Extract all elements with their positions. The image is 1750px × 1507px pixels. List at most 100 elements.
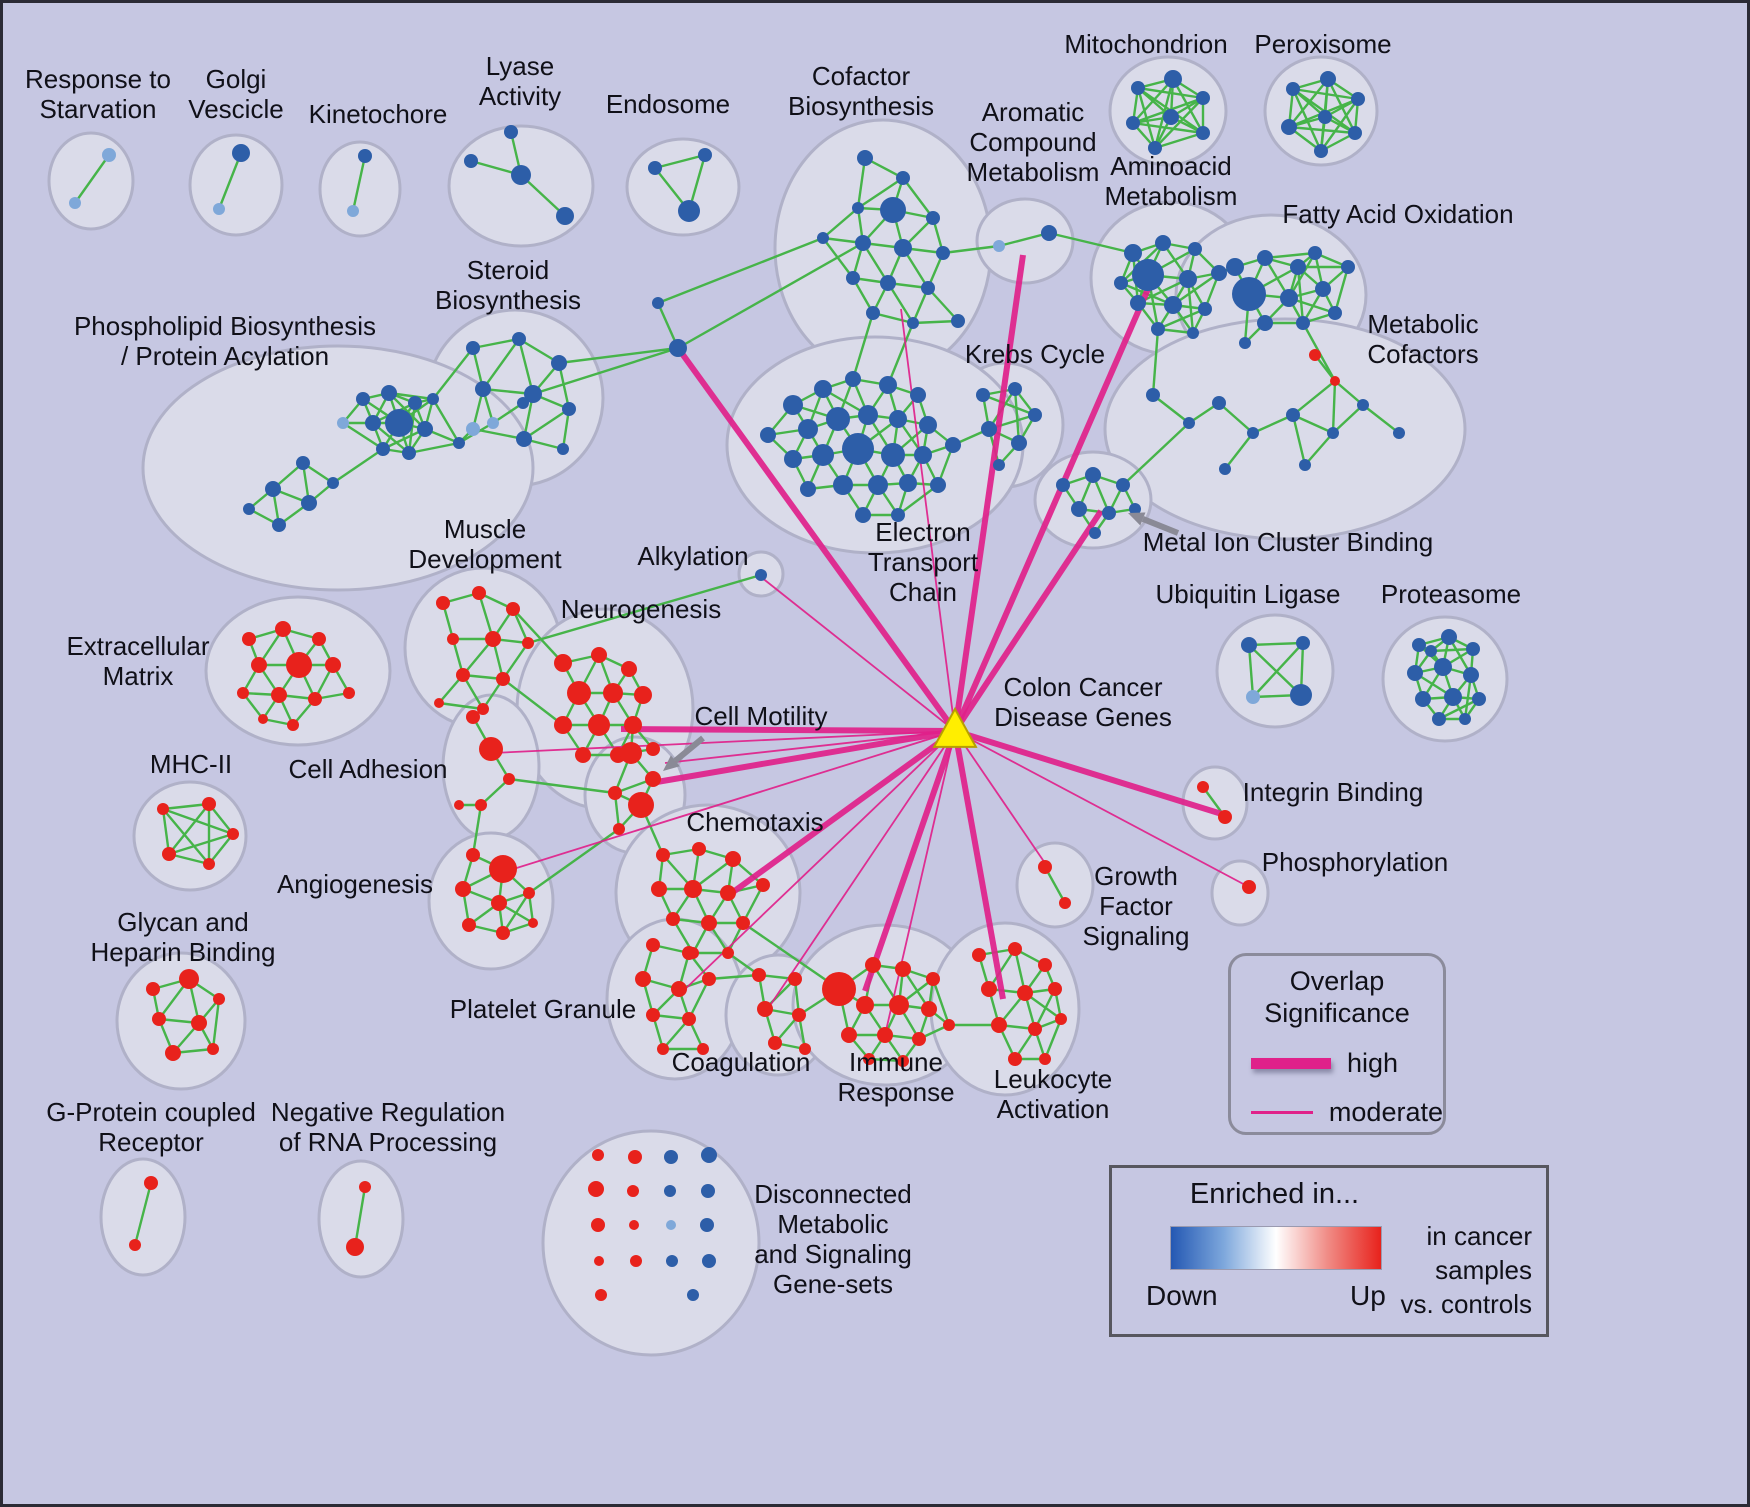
gene-set-node	[993, 459, 1005, 471]
gene-set-node	[1039, 1053, 1051, 1065]
gene-set-node	[1308, 246, 1322, 260]
gene-set-node	[1226, 258, 1244, 276]
cluster-label-chemotaxis: Chemotaxis	[686, 807, 823, 837]
gene-set-node	[385, 409, 413, 437]
gene-set-node	[894, 239, 912, 257]
cluster-label-phosphorylation: Phosphorylation	[1262, 847, 1448, 877]
gene-set-node	[1357, 399, 1369, 411]
gene-set-node	[1459, 713, 1471, 725]
gene-set-node	[524, 385, 542, 403]
gene-set-node	[879, 376, 897, 394]
gene-set-edge	[388, 392, 426, 430]
gene-set-node	[427, 393, 439, 405]
gene-set-node	[1320, 71, 1336, 87]
gene-set-node	[327, 477, 339, 489]
gene-set-node	[347, 205, 359, 217]
gene-set-node	[325, 657, 341, 673]
gene-set-node	[516, 431, 532, 447]
legend-samples-note: in cancer samples vs. controls	[1400, 1221, 1533, 1319]
cluster-metabolic-cofactors-bubble	[1103, 317, 1467, 541]
gene-set-node	[697, 1043, 709, 1055]
gene-set-node	[881, 443, 905, 467]
gene-set-node	[800, 481, 816, 497]
cluster-label-endosome: Endosome	[606, 89, 730, 119]
gene-set-node	[889, 410, 907, 428]
gene-set-node	[628, 792, 654, 818]
legend-overlap-title: Overlap Significance	[1264, 966, 1410, 1028]
gene-set-node	[896, 171, 910, 185]
gene-set-node	[359, 1181, 371, 1193]
gene-set-node	[1314, 144, 1328, 158]
gene-set-node	[213, 203, 225, 215]
cluster-lyase-activity-bubble	[447, 124, 595, 248]
gene-set-node	[1242, 880, 1256, 894]
gene-set-node	[899, 474, 917, 492]
gene-set-node	[496, 672, 510, 686]
gene-set-node	[466, 422, 480, 436]
gene-set-node	[475, 381, 491, 397]
inter-cluster-edge	[1048, 231, 1134, 255]
cluster-negative-regulation-rna-processing-bubble	[317, 1159, 405, 1279]
gene-set-node	[846, 271, 860, 285]
gene-set-node	[466, 341, 480, 355]
gene-set-node	[506, 602, 520, 616]
gene-set-node	[1124, 244, 1142, 262]
cluster-cell-adhesion-bubble	[441, 693, 541, 841]
overlap-edge-high	[650, 728, 956, 786]
gene-set-node	[464, 154, 478, 168]
gene-set-edge	[342, 421, 384, 451]
gene-set-node	[603, 683, 623, 703]
gene-set-node	[1196, 91, 1210, 105]
gene-set-node	[1318, 110, 1332, 124]
gene-set-node	[702, 1254, 716, 1268]
gene-set-node	[701, 1184, 715, 1198]
gene-set-node	[203, 858, 215, 870]
cluster-label-peroxisome: Peroxisome	[1254, 29, 1391, 59]
gene-set-node	[826, 407, 850, 431]
gene-set-node	[402, 446, 416, 460]
gene-set-node	[943, 1019, 955, 1031]
gene-set-edge	[211, 998, 221, 1050]
gene-set-edge	[1438, 697, 1480, 721]
gene-set-node	[1179, 270, 1197, 288]
gene-set-node	[491, 895, 507, 911]
gene-set-node	[613, 823, 625, 835]
gene-set-node	[701, 915, 717, 931]
gene-set-edge	[1362, 404, 1400, 434]
gene-set-node	[592, 1149, 604, 1161]
gene-set-node	[921, 1001, 937, 1017]
gene-set-node	[646, 1008, 660, 1022]
gene-set-node	[926, 972, 940, 986]
gene-set-edge	[1224, 432, 1254, 470]
gene-set-node	[447, 633, 459, 645]
cluster-label-mhc-ii: MHC-II	[150, 749, 232, 779]
gene-set-node	[720, 885, 736, 901]
gene-set-node	[487, 417, 499, 429]
gene-set-node	[814, 380, 832, 398]
gene-set-node	[251, 657, 267, 673]
gene-set-node	[877, 1027, 893, 1043]
gene-set-node	[417, 421, 433, 437]
gene-set-node	[624, 716, 642, 734]
inter-cluster-edge	[432, 347, 474, 400]
gene-set-node	[343, 687, 355, 699]
gene-set-node	[1131, 81, 1145, 95]
gene-set-node	[485, 631, 501, 647]
inter-cluster-edge	[1151, 328, 1160, 396]
gene-set-edge	[1157, 307, 1206, 331]
overlap-edge-moderate	[492, 730, 956, 754]
gene-set-node	[472, 586, 486, 600]
gene-set-node	[1247, 427, 1259, 439]
gene-set-edge	[74, 154, 110, 204]
gene-set-node	[191, 1015, 207, 1031]
gene-set-node	[296, 456, 310, 470]
metal-ion-pointer-arrow	[1141, 516, 1180, 536]
gene-set-node	[981, 981, 997, 997]
gene-set-node	[551, 355, 567, 371]
gene-set-node	[1129, 503, 1141, 515]
gene-set-edge	[477, 592, 495, 640]
gene-set-node	[337, 417, 349, 429]
overlap-edge-moderate	[506, 730, 956, 872]
